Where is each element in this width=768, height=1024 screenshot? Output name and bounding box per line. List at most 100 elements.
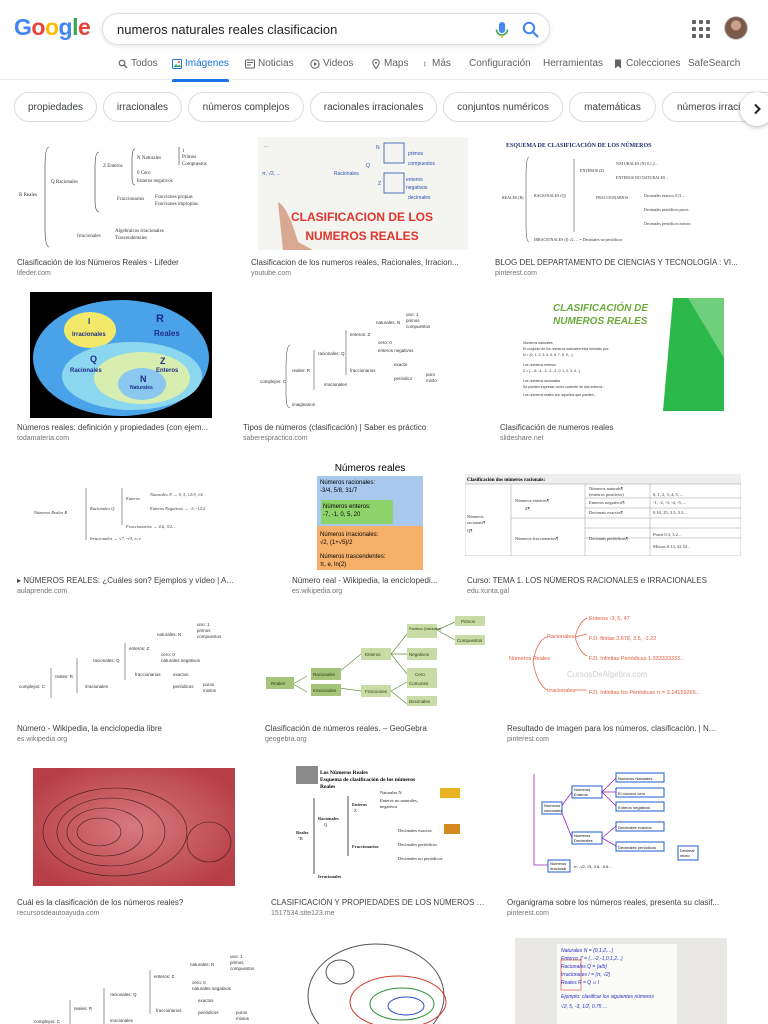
chip[interactable]: racionales irracionales [310, 92, 437, 122]
google-logo[interactable]: Google [14, 14, 91, 41]
geo-reales: Reales [271, 681, 286, 686]
search-box[interactable]: numeros naturales reales clasificacion [102, 13, 550, 45]
svg-text:Números: Números [544, 803, 560, 808]
svg-text:Naturales N → 0, 5, 12/3, √4: Naturales N → 0, 5, 12/3, √4 [149, 492, 203, 498]
result-title[interactable]: Clasificación de numeros reales [500, 423, 614, 432]
svg-text:Naturales N: Naturales N [380, 790, 402, 795]
result-title[interactable]: BLOG DEL DEPARTAMENTO DE CIENCIAS Y TECN… [495, 258, 738, 267]
account-avatar[interactable] [724, 16, 748, 40]
result-title[interactable]: Cuál es la clasificación de los números … [17, 898, 184, 907]
svg-text:Números Reales R: Números Reales R [33, 510, 67, 515]
result-source[interactable]: todamateria.com [17, 435, 70, 442]
result-source[interactable]: saberespractico.com [243, 435, 308, 442]
result-title[interactable]: Tipos de números (clasificación) | Saber… [243, 423, 427, 432]
tab-videos[interactable]: Videos [310, 58, 353, 69]
chip[interactable]: propiedades [14, 92, 97, 122]
result-title[interactable]: Resultado de imagen para los números, cl… [507, 724, 716, 733]
result-thumbnail[interactable]: CLASIFICACIÓN DE NUMEROS REALES Números … [513, 298, 724, 411]
tab-label: Videos [323, 58, 354, 69]
tab-maps[interactable]: Maps [371, 58, 408, 69]
result-title[interactable]: Clasificación de los Números Reales - Li… [17, 258, 179, 267]
alg-finitas: F.D. finitas 2.678, 3.5, -1.22 [589, 636, 656, 642]
venn-label-irracionales: Irracionales [72, 332, 106, 338]
tab-mas[interactable]: Más [423, 58, 451, 69]
result-title[interactable]: Número - Wikipedia, la enciclopedia libr… [17, 724, 162, 733]
search-input[interactable]: numeros naturales reales clasificacion [117, 22, 338, 37]
chevron-right-icon [754, 103, 761, 115]
svg-text:Decimales exactos: Decimales exactos [618, 825, 652, 830]
result-thumbnail[interactable]: Números Reales Racionales Irracionales E… [507, 612, 739, 708]
result-source[interactable]: youtube.com [251, 270, 292, 277]
result-source[interactable]: pinterest.com [507, 736, 550, 743]
geo-primos: Primos [461, 619, 476, 624]
result-source[interactable]: lifeder.com [17, 270, 51, 277]
result-source[interactable]: edu.xunta.gal [467, 588, 510, 595]
tab-herramientas[interactable]: Herramientas [543, 58, 603, 69]
result-title[interactable]: Número real - Wikipedia, la enciclopedi.… [292, 576, 438, 585]
tab-todos[interactable]: Todos [118, 58, 158, 69]
result-thumbnail[interactable]: Clasificación dos números racionais: Núm… [465, 474, 741, 556]
result-thumbnail[interactable]: Reales Racionales Irracionales Enteros F… [265, 616, 487, 706]
result-title[interactable]: Clasificacion de los numeros reales, Rac… [251, 258, 459, 267]
svg-text:-1, -2, -3, -4, -5, ...: -1, -2, -3, -4, -5, ... [653, 500, 686, 506]
video-title-line2: NUMEROS REALES [305, 229, 418, 243]
result-thumbnail[interactable]: ESQUEMA DE CLASIFICACIÓN DE LOS NÚMEROS … [496, 137, 732, 250]
tab-imagenes[interactable]: Imágenes [172, 58, 229, 82]
chip[interactable]: conjuntos numéricos [443, 92, 563, 122]
chips-next-button[interactable] [740, 92, 768, 126]
result-title[interactable]: Clasificación de números reales. – GeoGe… [265, 724, 427, 733]
result-thumbnail[interactable] [300, 932, 472, 1024]
result-source[interactable]: 1517534.site123.me [271, 910, 335, 917]
result-source[interactable]: pinterest.com [495, 270, 538, 277]
result-thumbnail[interactable]: Números reales Números racionales: -3/4,… [315, 458, 425, 570]
result-title[interactable]: Organigrama sobre los números reales, pr… [507, 898, 720, 907]
svg-text:periódico: periódico [394, 376, 413, 381]
chip[interactable]: números complejos [188, 92, 304, 122]
result-title[interactable]: CLASIFICACIÓN Y PROPIEDADES DE LOS NÚMER… [271, 898, 486, 907]
svg-text:compuestos: compuestos [408, 161, 435, 167]
chip[interactable]: irracionales [103, 92, 182, 122]
wiki-box2b: -7, -1, 0, 5, 20 [323, 512, 361, 518]
result-thumbnail[interactable]: R Reales Q Racionales Z Enteros N Natura… [17, 137, 232, 252]
tab-noticias[interactable]: Noticias [245, 58, 294, 69]
result-source[interactable]: aulaprende.com [17, 588, 68, 595]
image-icon [172, 58, 182, 69]
result-thumbnail[interactable]: Naturales N = {0,1,2,...} Enteros Z = {.… [515, 938, 727, 1024]
svg-text:Irracionales I = {π, √2}: Irracionales I = {π, √2} [561, 971, 611, 978]
svg-text:mixtos: mixtos [203, 688, 217, 693]
result-title[interactable]: Números reales: definición y propiedades… [17, 423, 209, 432]
svg-text:irracionales: irracionales [324, 382, 348, 387]
result-source[interactable]: es.wikipedia.org [17, 736, 68, 743]
microphone-icon[interactable] [493, 20, 511, 40]
tab-safesearch[interactable]: SafeSearch [688, 58, 740, 69]
search-icon[interactable] [521, 20, 541, 40]
svg-text:complejos: C: complejos: C [19, 684, 46, 689]
result-thumbnail[interactable]: I Irracionales R Reales Q Racionales Z E… [30, 292, 212, 418]
result-thumbnail[interactable] [33, 768, 235, 886]
svg-text:reales: R: reales: R [74, 1006, 93, 1011]
result-source[interactable]: recursosdeautoayuda.com [17, 910, 100, 917]
result-title[interactable]: ▸ NÚMEROS REALES: ¿Cuáles son? Ejemplos … [17, 576, 237, 585]
tab-colecciones[interactable]: Colecciones [613, 58, 680, 69]
svg-text:NUMEROS REALES: NUMEROS REALES [553, 316, 648, 327]
chip[interactable]: matemáticas [569, 92, 656, 122]
result-source[interactable]: pinterest.com [507, 910, 550, 917]
svg-text:racionales: Q: racionales: Q [93, 658, 120, 663]
result-source[interactable]: slideshare.net [500, 435, 544, 442]
result-source[interactable]: geogebra.org [265, 736, 307, 743]
result-thumbnail[interactable]: Los Números Reales Esquema de clasificac… [294, 764, 472, 888]
svg-text:0 Cero: 0 Cero [137, 171, 151, 176]
alg-racionales: Racionales [547, 634, 574, 640]
apps-grid-icon[interactable] [690, 18, 712, 40]
result-source[interactable]: es.wikipedia.org [292, 588, 343, 595]
svg-text:π, √2, ...: π, √2, ... [262, 170, 281, 177]
result-title[interactable]: Curso: TEMA 1. LOS NÚMEROS RACIONALES e … [467, 576, 707, 585]
tab-label: Maps [384, 58, 409, 69]
tab-configuracion[interactable]: Configuración [469, 58, 531, 69]
